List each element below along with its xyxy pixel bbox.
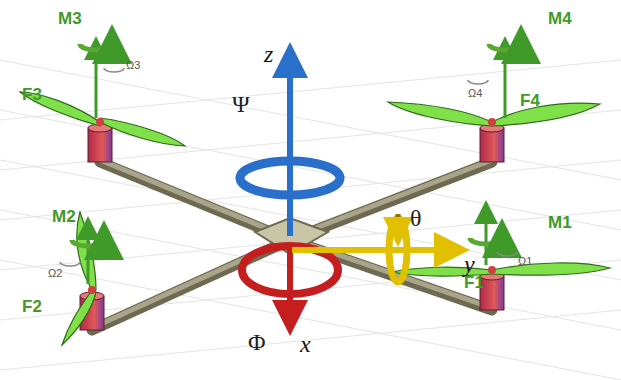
- force-label: F3: [22, 86, 42, 103]
- force-label: F4: [520, 92, 540, 109]
- angle-label: Φ: [248, 330, 266, 354]
- moment-label: M4: [548, 10, 572, 27]
- speed-label: Ω2: [48, 268, 62, 279]
- force-label: F1: [464, 274, 484, 291]
- angle-label: Ψ: [232, 92, 250, 116]
- angle-label: θ: [410, 206, 422, 230]
- axis-label: y: [464, 252, 475, 276]
- moment-label: M1: [548, 214, 572, 231]
- speed-label: Ω4: [468, 88, 482, 99]
- axis-label: z: [264, 42, 273, 66]
- axis-label: x: [300, 332, 311, 356]
- force-label: F2: [22, 298, 42, 315]
- speed-label: Ω3: [126, 60, 140, 71]
- moment-label: M2: [52, 208, 76, 225]
- speed-label: Ω1: [518, 256, 532, 267]
- moment-label: M3: [58, 10, 82, 27]
